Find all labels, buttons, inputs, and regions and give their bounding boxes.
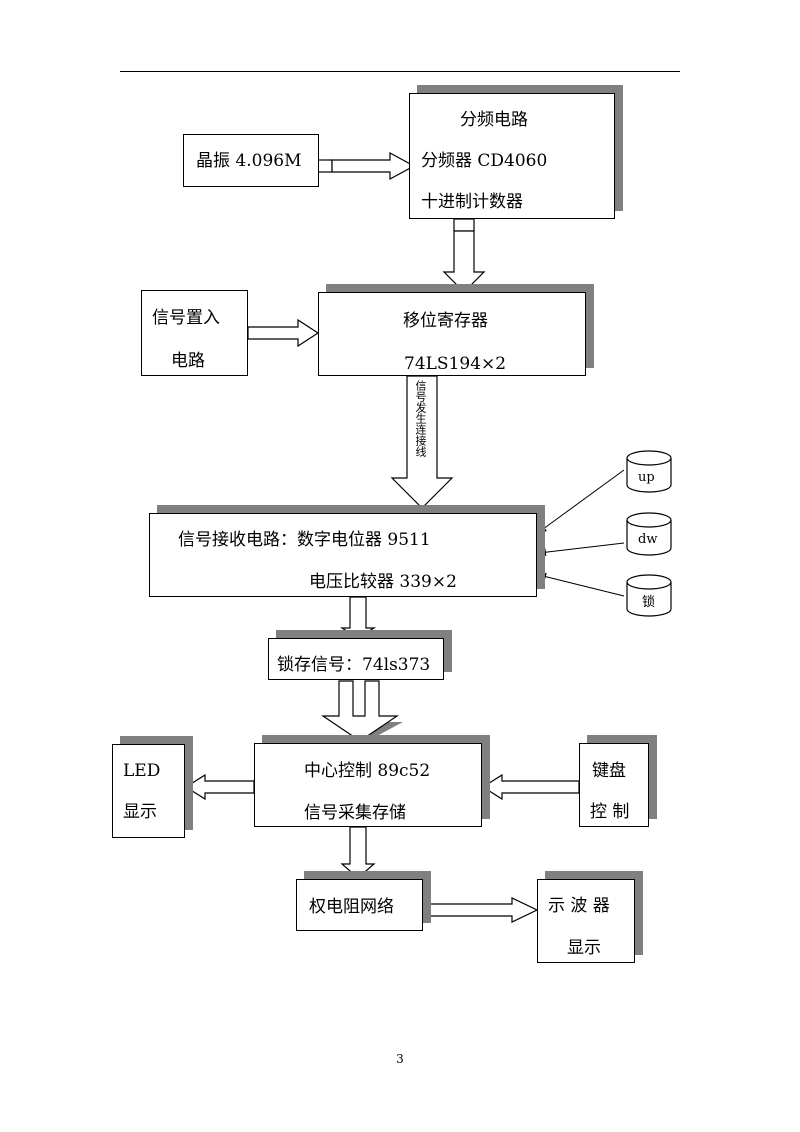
page-number: 3	[396, 1052, 404, 1066]
keyboard-line2: 控 制	[590, 802, 630, 822]
receiver-line1: 信号接收电路：数字电位器 9511	[178, 530, 431, 550]
divider-line2: 分频器 CD4060	[421, 151, 548, 171]
signal-in-line1: 信号置入	[152, 308, 220, 328]
input-lock-label: 锁	[642, 595, 656, 610]
divider-box	[409, 93, 615, 219]
crystal-label: 晶振 4.096M	[196, 151, 302, 171]
header-rule	[120, 71, 680, 72]
line-dw-to-receiver	[538, 542, 625, 557]
cylinder-up	[626, 450, 672, 493]
resistor-box	[296, 879, 423, 931]
arrow-divider-to-shift	[442, 218, 486, 293]
divider-line3: 十进制计数器	[421, 192, 523, 212]
cpu-box	[254, 743, 482, 827]
arrow-shift-to-receiver	[390, 375, 454, 509]
divider-line1: 分频电路	[460, 110, 528, 130]
shift-line1: 移位寄存器	[403, 311, 488, 331]
line-up-to-receiver	[538, 469, 625, 533]
arrow-latch-to-cpu	[321, 680, 403, 742]
signal-in-line2: 电路	[171, 351, 205, 371]
latch-box	[268, 638, 444, 680]
led-line1: LED	[123, 761, 161, 781]
crystal-box	[183, 134, 319, 187]
cylinder-lock	[626, 574, 672, 617]
receiver-box	[149, 513, 537, 597]
cpu-line1: 中心控制 89c52	[304, 761, 431, 781]
arrow-signalin-to-shift	[247, 318, 320, 348]
resistor-label: 权电阻网络	[309, 897, 394, 917]
shift-line2: 74LS194×2	[404, 354, 507, 374]
input-dw-label: dw	[638, 532, 658, 547]
cpu-line2: 信号采集存储	[304, 803, 406, 823]
input-up-label: up	[638, 470, 655, 485]
signal-in-box	[141, 290, 248, 376]
keyboard-line1: 键盘	[592, 761, 626, 781]
cylinder-dw	[626, 512, 672, 556]
scope-line2: 显示	[567, 938, 601, 958]
scope-line1: 示 波 器	[548, 896, 610, 916]
keyboard-box	[579, 743, 649, 827]
line-lock-to-receiver	[538, 572, 625, 597]
arrow-crystal-to-divider	[317, 151, 416, 181]
led-box	[112, 744, 185, 838]
latch-label: 锁存信号：74ls373	[277, 655, 431, 675]
scope-box	[537, 879, 635, 963]
arrow-cpu-to-led	[184, 773, 255, 801]
led-line2: 显示	[123, 802, 157, 822]
arrow-keyboard-to-cpu	[481, 773, 580, 801]
wire-label: 信号发生连接线	[414, 380, 427, 457]
arrow-resistor-to-scope	[424, 897, 539, 923]
receiver-line2: 电压比较器 339×2	[309, 572, 457, 592]
shift-box	[318, 292, 586, 376]
